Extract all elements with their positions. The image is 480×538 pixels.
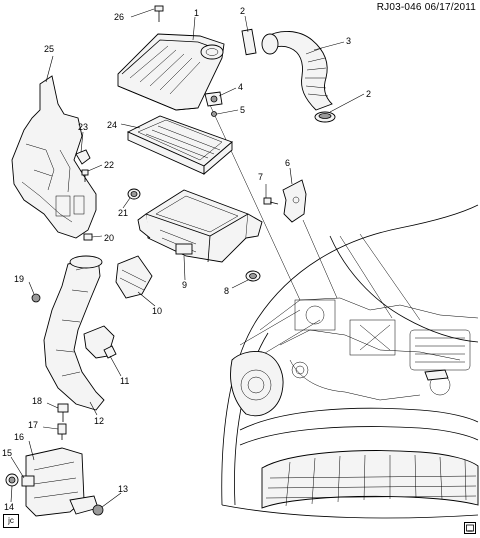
artist-tag: jc (3, 514, 19, 528)
outlet-duct-part-3 (261, 31, 333, 111)
vehicle-front-end (209, 104, 479, 519)
callout-9: 9 (182, 280, 187, 290)
air-filter-element-part-24 (126, 115, 233, 175)
sensor-part-4 (204, 91, 223, 107)
callout-17: 17 (28, 420, 38, 430)
callout-6: 6 (285, 158, 290, 168)
screw-part-5 (211, 111, 217, 117)
diagram-code: RJ03-046 (376, 2, 422, 13)
bolt-part-26 (154, 5, 164, 22)
fastener-part-13 (92, 504, 104, 516)
callout-labels: 26 1 2 3 2 4 5 24 25 23 22 21 20 19 10 9… (2, 6, 371, 512)
callout-10: 10 (152, 306, 162, 316)
callout-11: 11 (120, 376, 129, 386)
bolt-part-7 (263, 197, 279, 205)
diagram-header: RJ03-046 06/17/2011 (377, 2, 476, 13)
callout-20: 20 (104, 233, 114, 243)
callout-21: 21 (118, 208, 128, 218)
lower-inlet-part-16 (25, 447, 99, 517)
callout-12: 12 (94, 416, 104, 426)
grommet-part-21 (127, 188, 141, 200)
callout-1: 1 (194, 8, 199, 18)
fitting-part-2 (241, 28, 336, 123)
grille-slats (265, 454, 477, 507)
callout-8: 8 (224, 286, 229, 296)
callout-15: 15 (2, 448, 12, 458)
callout-14: 14 (4, 502, 14, 512)
callout-25: 25 (44, 44, 54, 54)
callout-7: 7 (258, 172, 263, 182)
leader-lines (10, 8, 365, 508)
callout-16: 16 (14, 432, 24, 442)
callout-19: 19 (14, 274, 24, 284)
callout-18: 18 (32, 396, 42, 406)
clip-part-23 (75, 149, 91, 165)
callout-22: 22 (104, 160, 114, 170)
callout-26: 26 (114, 12, 124, 22)
clip-part-20 (83, 233, 93, 241)
callout-4: 4 (238, 82, 243, 92)
fastener-part-14 (5, 473, 19, 487)
diagram-date: 06/17/2011 (424, 2, 476, 13)
clip-part-11 (103, 345, 117, 359)
callout-23: 23 (78, 122, 88, 132)
air-cleaner-cover-part-1 (117, 33, 225, 111)
gm-logo-icon (464, 522, 476, 534)
callout-3: 3 (346, 36, 351, 46)
inlet-duct-part-12 (43, 255, 115, 411)
bracket-part-6 (282, 179, 307, 223)
callout-2-top: 2 (240, 6, 245, 16)
air-cleaner-housing-part-9 (137, 189, 263, 263)
fastener-part-19 (31, 293, 41, 303)
grommet-part-8 (245, 270, 261, 282)
clip-part-15 (21, 475, 35, 487)
callout-13: 13 (118, 484, 128, 494)
callout-5: 5 (240, 105, 245, 115)
resonator-part-25 (11, 75, 97, 239)
duct-coupler-part-10 (115, 255, 153, 299)
screw-part-22 (81, 169, 89, 182)
screw-part-17 (57, 423, 67, 440)
screw-part-18 (57, 403, 69, 422)
callout-2-seal: 2 (366, 89, 371, 99)
callout-24: 24 (107, 120, 117, 130)
